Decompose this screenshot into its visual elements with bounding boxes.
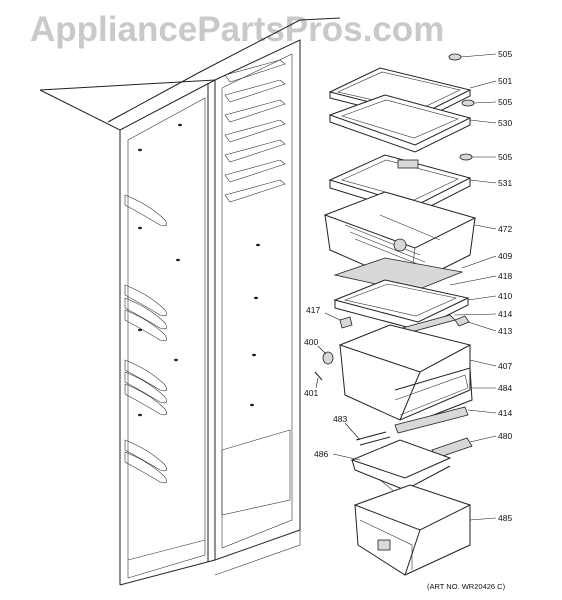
callout-414: 414 — [498, 309, 512, 319]
part-414-483-rail — [355, 406, 469, 446]
callout-531: 531 — [498, 178, 512, 188]
part-410-cover-frame — [333, 279, 470, 331]
part-505-clips — [448, 53, 475, 161]
callout-505: 505 — [498, 152, 512, 162]
callout-409: 409 — [498, 251, 512, 261]
callout-501: 501 — [498, 76, 512, 86]
part-486-slide — [350, 439, 452, 493]
callout-401: 401 — [304, 388, 318, 398]
part-400-401-knob — [314, 351, 334, 381]
callout-485: 485 — [498, 513, 512, 523]
callout-505: 505 — [498, 49, 512, 59]
callout-414: 414 — [498, 408, 512, 418]
callout-413: 413 — [498, 326, 512, 336]
callout-400: 400 — [304, 337, 318, 347]
callout-472: 472 — [498, 224, 512, 234]
art-number: (ART NO. WR20426 C) — [427, 582, 506, 591]
part-472-pan — [323, 191, 477, 286]
part-530-shelf-frame — [328, 94, 472, 153]
callout-407: 407 — [498, 361, 512, 371]
part-485-bottom-drawer — [353, 484, 472, 576]
callout-417: 417 — [306, 305, 320, 315]
leader-lines — [315, 53, 497, 521]
callout-480: 480 — [498, 431, 512, 441]
callout-410: 410 — [498, 291, 512, 301]
callout-483: 483 — [333, 414, 347, 424]
callout-530: 530 — [498, 118, 512, 128]
callout-418: 418 — [498, 271, 512, 281]
callout-486: 486 — [314, 449, 328, 459]
part-407-crisper-drawer — [338, 324, 472, 421]
fridge-cabinet — [39, 17, 341, 586]
callout-505: 505 — [498, 97, 512, 107]
callout-labels: 505 501 505 530 505 531 472 409 418 410 … — [304, 49, 512, 523]
callout-484: 484 — [498, 383, 512, 393]
part-484-drawer-front — [394, 367, 473, 429]
watermark: AppliancePartsPros.com — [30, 10, 445, 49]
